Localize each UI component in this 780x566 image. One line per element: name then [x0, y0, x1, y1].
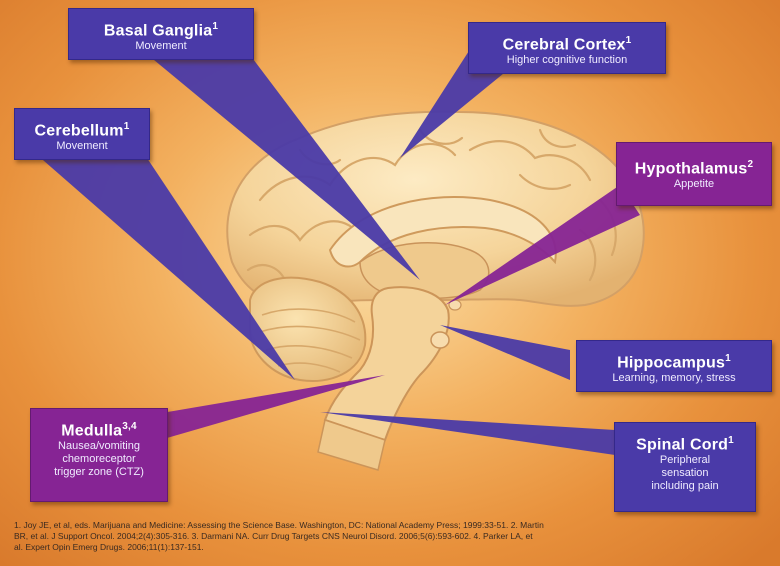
spinal-cord-title: Spinal Cord1 — [615, 431, 755, 454]
label-cerebellum: Cerebellum1 Movement — [14, 108, 150, 160]
medulla-desc-line-2: chemoreceptor — [31, 453, 167, 466]
basal-ganglia-title: Basal Ganglia1 — [69, 17, 253, 40]
medulla-desc-line-3: trigger zone (CTZ) — [31, 466, 167, 479]
label-spinal-cord: Spinal Cord1 Peripheral sensation includ… — [614, 422, 756, 512]
label-hippocampus: Hippocampus1 Learning, memory, stress — [576, 340, 772, 392]
cerebral-cortex-desc: Higher cognitive function — [469, 54, 665, 67]
cerebral-cortex-title: Cerebral Cortex1 — [469, 31, 665, 54]
spinal-cord-desc-line-1: Peripheral — [615, 454, 755, 467]
label-basal-ganglia: Basal Ganglia1 Movement — [68, 8, 254, 60]
medulla-desc-line-1: Nausea/vomiting — [31, 440, 167, 453]
medulla-title: Medulla3,4 — [31, 417, 167, 440]
cerebellum-title: Cerebellum1 — [15, 117, 149, 140]
references-footnote: 1. Joy JE, et al, eds. Marijuana and Med… — [14, 520, 766, 553]
footnote-line-1: 1. Joy JE, et al, eds. Marijuana and Med… — [14, 520, 766, 531]
spinal-cord-desc-line-2: sensation — [615, 467, 755, 480]
cerebellum-desc: Movement — [15, 140, 149, 153]
hippocampus-desc: Learning, memory, stress — [577, 372, 771, 385]
footnote-line-2: BR, et al. J Support Oncol. 2004;2(4):30… — [14, 531, 766, 542]
label-medulla: Medulla3,4 Nausea/vomiting chemoreceptor… — [30, 408, 168, 502]
basal-ganglia-desc: Movement — [69, 40, 253, 53]
label-cerebral-cortex: Cerebral Cortex1 Higher cognitive functi… — [468, 22, 666, 74]
hypothalamus-title: Hypothalamus2 — [617, 155, 771, 178]
pointer-hippocampus — [440, 325, 570, 380]
footnote-line-3: al. Expert Opin Emerg Drugs. 2006;11(1):… — [14, 542, 766, 553]
spinal-cord-desc-line-3: including pain — [615, 480, 755, 493]
hypothalamus-desc: Appetite — [617, 178, 771, 191]
label-hypothalamus: Hypothalamus2 Appetite — [616, 142, 772, 206]
hippocampus-title: Hippocampus1 — [577, 349, 771, 372]
